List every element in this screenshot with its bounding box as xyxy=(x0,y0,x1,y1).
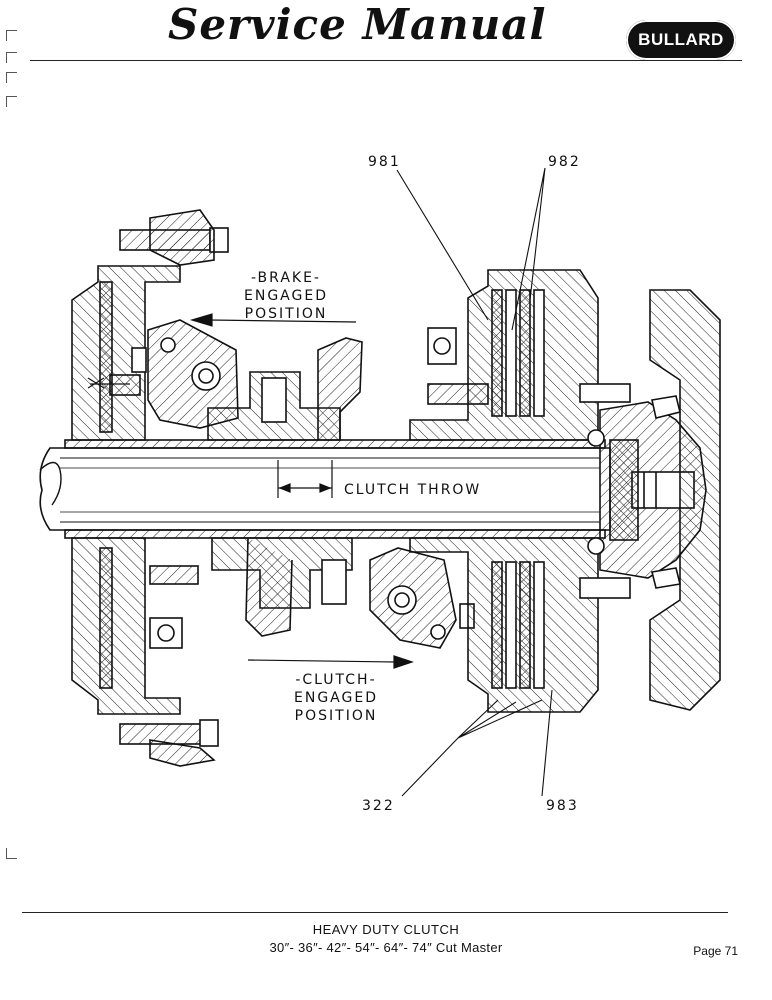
clutch-label-line: -CLUTCH- xyxy=(295,672,376,688)
margin-mark xyxy=(6,96,17,107)
drawing-parts xyxy=(39,209,721,767)
callout-982: 982 xyxy=(548,154,581,170)
callout-leaders xyxy=(396,167,553,797)
clutch-throw-label: CLUTCH THROW xyxy=(344,482,481,498)
motion-arrows xyxy=(189,313,414,669)
header-divider xyxy=(30,60,742,61)
brake-label-line: -BRAKE- xyxy=(251,270,321,286)
brake-label-line: ENGAGED xyxy=(244,288,328,304)
callout-981: 981 xyxy=(368,154,401,170)
margin-mark xyxy=(6,52,17,63)
margin-mark xyxy=(6,72,17,83)
callout-322: 322 xyxy=(362,798,395,814)
clutch-pack-upper xyxy=(409,269,599,441)
logo-text: BULLARD xyxy=(638,30,724,49)
right-flange xyxy=(649,289,721,711)
page-number: Page 71 xyxy=(693,944,738,958)
clutch-pack-lower xyxy=(409,537,599,713)
callout-983: 983 xyxy=(546,798,579,814)
figure-caption-models: 30″- 36″- 42″- 54″- 64″- 74″ Cut Master xyxy=(269,940,503,955)
brake-label-line: POSITION xyxy=(245,306,328,322)
margin-mark xyxy=(6,848,17,859)
clutch-label-line: ENGAGED xyxy=(294,690,378,706)
clutch-label-line: POSITION xyxy=(295,708,378,724)
footer-divider xyxy=(22,912,728,913)
margin-mark xyxy=(6,30,17,41)
bullard-logo: BULLARD xyxy=(626,20,736,60)
brake-housing-lower xyxy=(71,537,181,715)
page-title: Service Manual xyxy=(168,0,547,49)
figure-caption-title: HEAVY DUTY CLUTCH xyxy=(312,922,460,937)
brake-housing-upper xyxy=(71,265,181,441)
